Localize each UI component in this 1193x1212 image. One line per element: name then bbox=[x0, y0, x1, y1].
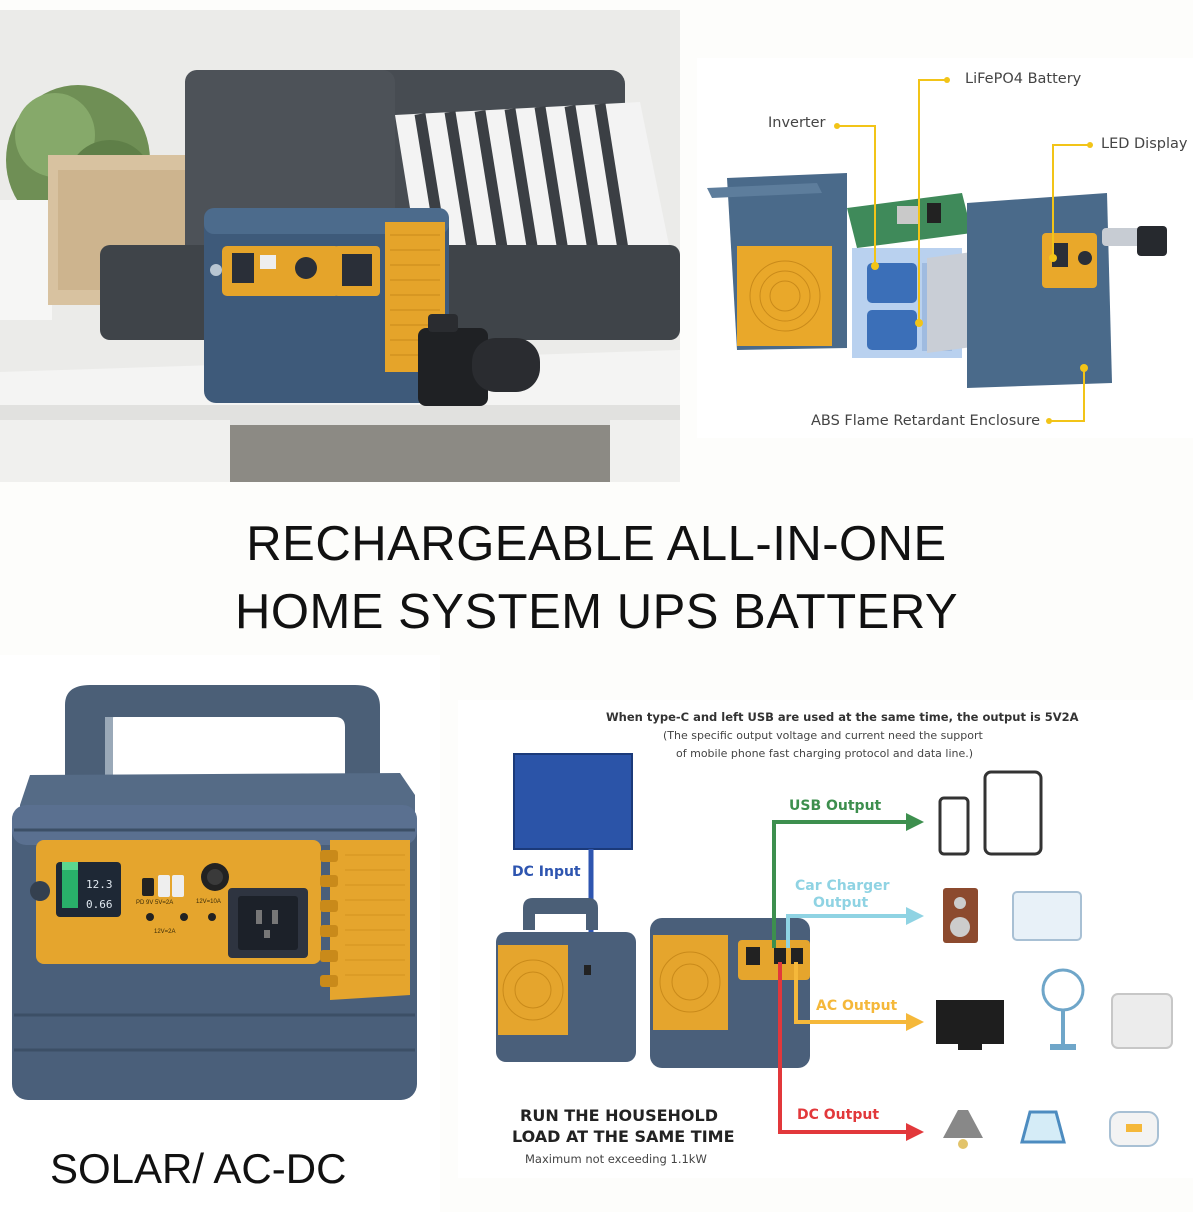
callout-enclosure: ABS Flame Retardant Enclosure bbox=[811, 413, 1041, 429]
power-station-rear-icon bbox=[496, 898, 636, 1062]
callout-lines bbox=[837, 79, 1090, 422]
max-load-note: Maximum not exceeding 1.1kW bbox=[525, 1152, 707, 1166]
dc-input-label: DC Input bbox=[512, 864, 581, 880]
power-station-photo bbox=[204, 208, 449, 403]
exploded-view-panel: LiFePO4 Battery Inverter LED Display ABS… bbox=[697, 58, 1193, 438]
car-charger-arrow bbox=[786, 907, 924, 948]
callout-battery: LiFePO4 Battery bbox=[965, 71, 1082, 87]
usage-diagram-svg bbox=[496, 753, 1173, 1149]
camera-photo bbox=[418, 314, 540, 406]
run-household-line-1: RUN THE HOUSEHOLD bbox=[520, 1106, 718, 1125]
run-household-line-2: LOAD AT THE SAME TIME bbox=[512, 1127, 735, 1146]
display-reading-bottom: 0.66 bbox=[86, 898, 113, 911]
living-room-illustration bbox=[0, 10, 680, 482]
lamp-icon bbox=[943, 1110, 983, 1149]
power-station-render bbox=[12, 685, 417, 1100]
power-station-front-icon bbox=[650, 918, 810, 1068]
usage-diagram-panel: When type-C and left USB are used at the… bbox=[458, 700, 1193, 1178]
exploded-view-illustration bbox=[707, 77, 1167, 424]
diagram-note-title: When type-C and left USB are used at the… bbox=[606, 710, 1079, 724]
car-charger-label-line-1: Car Charger bbox=[795, 878, 890, 894]
tv-icon bbox=[936, 1000, 1004, 1050]
solar-ac-dc-label: SOLAR/ AC-DC bbox=[50, 1145, 347, 1192]
usb-output-label: USB Output bbox=[789, 798, 882, 814]
speaker-icon bbox=[943, 888, 978, 943]
striped-pillow bbox=[395, 102, 672, 270]
fan-icon bbox=[1041, 968, 1085, 1050]
callout-led-display: LED Display bbox=[1101, 136, 1188, 152]
diagram-note-line-2: of mobile phone fast charging protocol a… bbox=[676, 747, 974, 760]
kettle-icon bbox=[1020, 1110, 1066, 1144]
headline-line-1: RECHARGEABLE ALL-IN-ONE bbox=[246, 517, 947, 571]
callout-inverter: Inverter bbox=[768, 115, 826, 131]
dc-output-arrow bbox=[778, 962, 924, 1141]
display-reading-top: 12.3 bbox=[86, 878, 113, 891]
ac-output-label: AC Output bbox=[816, 998, 898, 1014]
tablet-icon bbox=[983, 770, 1043, 856]
ac-output-arrow bbox=[794, 962, 924, 1031]
appliance-icon bbox=[1111, 993, 1173, 1049]
phone-icon bbox=[938, 796, 970, 856]
solar-panel-icon bbox=[513, 753, 633, 850]
living-room-photo bbox=[0, 10, 680, 482]
product-render-panel: 12.3 0.66 PD 9V 5V=2A 12V=10A 12V=2A SOL… bbox=[0, 655, 440, 1212]
rice-cooker-icon bbox=[1109, 1111, 1159, 1147]
dc-port-label: 12V=10A bbox=[196, 899, 221, 905]
car-charger-label-line-2: Output bbox=[813, 895, 869, 911]
dc-port-label-2: 12V=2A bbox=[154, 929, 176, 935]
diagram-note-line-1: (The specific output voltage and current… bbox=[663, 729, 983, 742]
usb-port-label: PD 9V 5V=2A bbox=[136, 900, 174, 906]
heater-icon bbox=[1012, 891, 1082, 941]
usb-output-arrow bbox=[772, 813, 924, 948]
headline-line-2: HOME SYSTEM UPS BATTERY bbox=[234, 585, 959, 639]
dc-output-label: DC Output bbox=[797, 1107, 880, 1123]
